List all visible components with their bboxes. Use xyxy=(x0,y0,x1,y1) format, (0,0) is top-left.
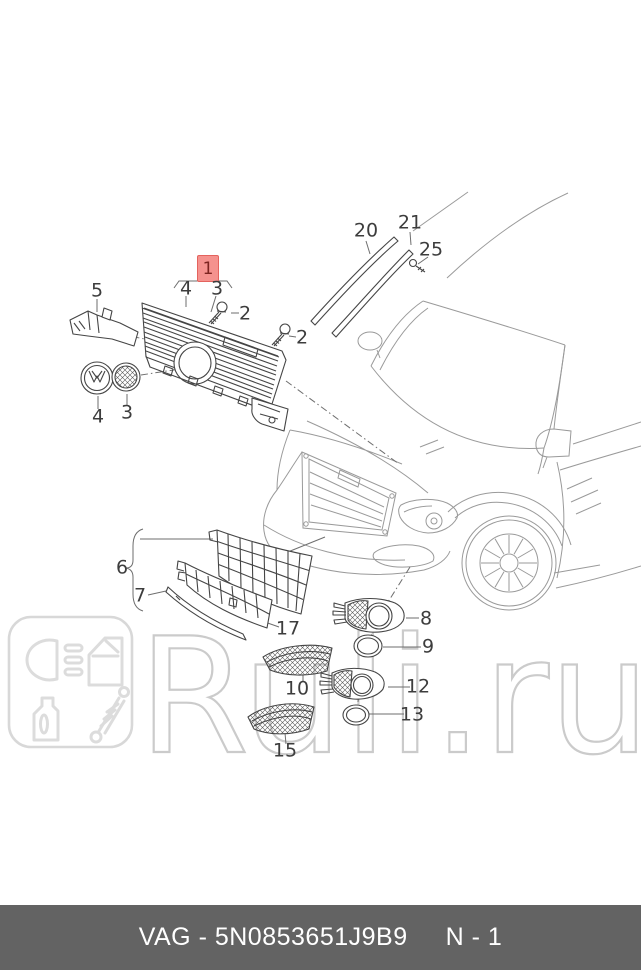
callout-12[interactable]: 12 xyxy=(405,675,431,698)
side-mirror xyxy=(535,428,572,469)
fog-recess xyxy=(372,544,435,568)
callout-4-grille[interactable]: 4 xyxy=(179,277,193,300)
callout-10[interactable]: 10 xyxy=(284,677,310,700)
callout-3-grille[interactable]: 3 xyxy=(210,277,224,300)
part-trim-strip-21[interactable] xyxy=(331,249,414,338)
car-outline xyxy=(263,191,641,611)
callout-17[interactable]: 17 xyxy=(275,617,301,640)
part-vw-emblem[interactable] xyxy=(80,361,114,395)
callout-20[interactable]: 20 xyxy=(353,219,379,242)
callout-9[interactable]: 9 xyxy=(421,635,435,658)
callout-1: 1 xyxy=(202,258,214,279)
part-mesh-insert-15[interactable] xyxy=(247,703,315,735)
watermark-text: Ruli.ru xyxy=(137,602,641,791)
part-trim-ring-13[interactable] xyxy=(342,704,370,726)
callout-21[interactable]: 21 xyxy=(397,211,423,234)
footer-part-code: VAG - 5N0853651J9B9 xyxy=(138,923,408,951)
far-side-mirror xyxy=(357,331,383,351)
body-side-lines xyxy=(553,421,641,589)
part-fog-grille-8[interactable] xyxy=(332,597,405,633)
oil-canister-icon xyxy=(32,696,60,742)
svg-text:Ruli.ru: Ruli.ru xyxy=(138,603,641,790)
part-bolt-lower[interactable] xyxy=(271,323,291,347)
callout-5[interactable]: 5 xyxy=(90,279,104,302)
watermark-logo xyxy=(7,615,134,749)
part-trim-ring-9[interactable] xyxy=(353,634,383,658)
wiper-ticks xyxy=(419,439,445,455)
part-bolt-upper[interactable] xyxy=(208,301,228,325)
parts xyxy=(69,236,426,735)
roof-line xyxy=(412,191,469,232)
part-fog-grille-12[interactable] xyxy=(319,667,385,700)
callout-13[interactable]: 13 xyxy=(399,703,425,726)
part-mesh-insert-10[interactable] xyxy=(262,644,333,676)
selected-part-highlight[interactable]: 1 xyxy=(197,255,219,282)
car-door-icon xyxy=(87,636,124,687)
grille-opening xyxy=(301,451,397,537)
part-trim-strip-20[interactable] xyxy=(310,236,399,326)
part-emblem-base[interactable] xyxy=(111,362,141,392)
callout-15[interactable]: 15 xyxy=(272,739,298,762)
hood-lines xyxy=(276,420,429,494)
callout-6[interactable]: 6 xyxy=(115,556,129,579)
fender-arch xyxy=(447,491,572,547)
callout-8[interactable]: 8 xyxy=(419,607,433,630)
part-grille-strip-17[interactable] xyxy=(176,560,273,629)
callout-7[interactable]: 7 xyxy=(133,584,147,607)
part-bracket-5[interactable] xyxy=(69,307,139,347)
footer-sheet-code: N - 1 xyxy=(445,923,503,951)
part-spoiler-strip-7[interactable] xyxy=(165,586,247,641)
callout-3-emblem[interactable]: 3 xyxy=(120,401,134,424)
headlight xyxy=(398,498,458,534)
callout-2-lower[interactable]: 2 xyxy=(295,326,309,349)
callout-25[interactable]: 25 xyxy=(418,238,444,261)
part-main-grille[interactable] xyxy=(141,302,289,432)
callout-4-emblem[interactable]: 4 xyxy=(91,405,105,428)
headlight-icon xyxy=(25,638,84,682)
front-wheel xyxy=(461,515,557,611)
part-screw-25[interactable] xyxy=(408,258,426,273)
footer-bar: VAG - 5N0853651J9B9 N - 1 xyxy=(0,905,641,970)
group-brace xyxy=(125,528,144,612)
callout-2-upper[interactable]: 2 xyxy=(238,302,252,325)
shock-absorber-icon xyxy=(89,686,130,744)
speed-lines xyxy=(566,477,602,515)
